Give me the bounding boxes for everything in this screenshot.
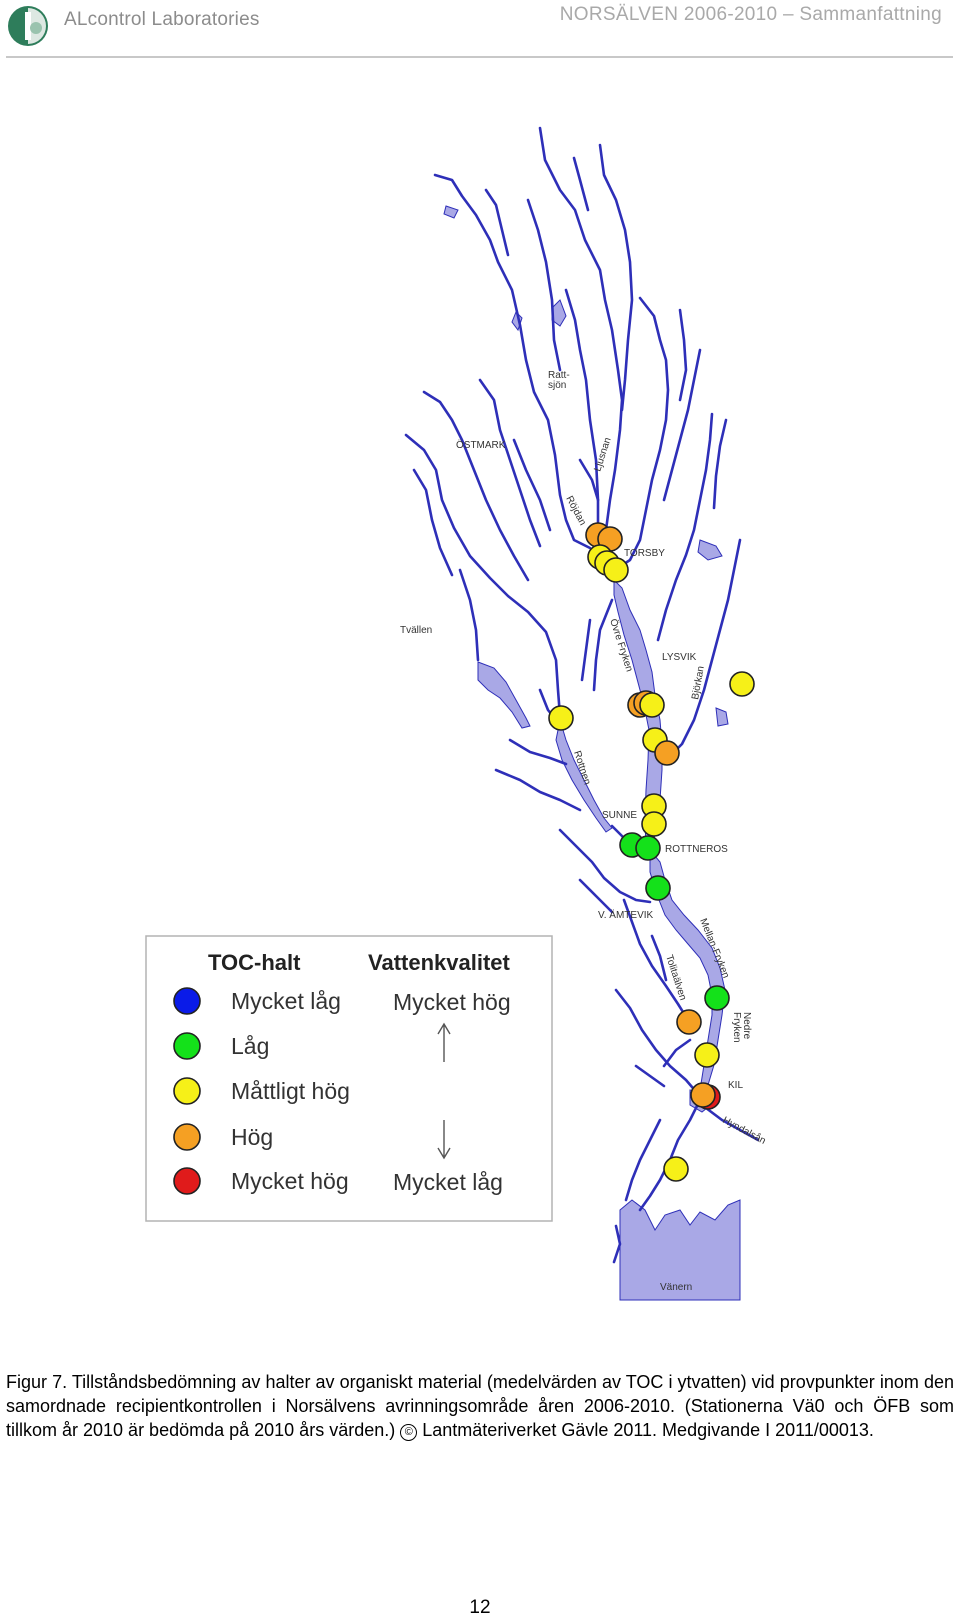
legend-quality-label: Mycket låg — [393, 1169, 503, 1195]
legend-toc-label: Låg — [231, 1033, 269, 1059]
page-header: ALcontrol Laboratories NORSÄLVEN 2006-20… — [0, 0, 960, 60]
station-marker-mattligt-hog — [694, 1042, 720, 1068]
label-torsby: TORSBY — [624, 548, 665, 559]
station-marker-lag — [635, 835, 661, 861]
legend-toc-label: Mycket låg — [231, 988, 341, 1014]
station-marker-mattligt-hog — [729, 671, 755, 697]
figure-caption: Figur 7. Tillståndsbedömning av halter a… — [6, 1370, 954, 1442]
station-marker-mattligt-hog — [663, 1156, 689, 1182]
label-ostmark: ÖSTMARK — [456, 439, 506, 451]
label-tvallen: Tvällen — [400, 625, 432, 636]
lake-small-2 — [697, 539, 723, 561]
legend-dot-icon — [173, 1167, 201, 1195]
legend-toc-label: Mycket hög — [231, 1168, 349, 1194]
river-basin-map: Ratt-sjön ÖSTMARK Ljusnan Röjdan TORSBY … — [145, 126, 768, 1301]
header-divider — [6, 56, 953, 58]
label-kil: KIL — [728, 1080, 743, 1091]
label-sunne: SUNNE — [602, 810, 637, 821]
legend-quality-label: Mycket hög — [393, 989, 511, 1015]
station-marker-lag — [645, 875, 671, 901]
station-marker-lag — [704, 985, 730, 1011]
lake-small-4 — [443, 205, 459, 219]
station-markers — [548, 522, 755, 1182]
quality-scale-arrows — [437, 1022, 451, 1160]
river-network — [404, 126, 760, 1264]
label-hyndalsan: Hyndalsån — [721, 1114, 768, 1147]
document-title: NORSÄLVEN 2006-2010 – Sammanfattning — [559, 4, 942, 25]
legend-box — [145, 935, 553, 1222]
label-vanern: Vänern — [660, 1282, 692, 1293]
lake-small-3 — [715, 707, 729, 727]
page-number: 12 — [469, 1597, 491, 1618]
arrow-down-icon — [437, 1120, 451, 1160]
arrow-up-icon — [437, 1022, 451, 1062]
legend-dot-icon — [173, 987, 201, 1015]
legend-title-toc: TOC-halt — [208, 950, 301, 975]
station-marker-hog — [676, 1009, 702, 1035]
copyright-symbol: © — [400, 1424, 418, 1441]
label-rattsjon: Ratt-sjön — [548, 370, 570, 391]
brand-name: ALcontrol Laboratories — [64, 9, 260, 30]
label-v-amtevik: V. ÄMTEVIK — [598, 909, 654, 921]
station-marker-mattligt-hog — [641, 811, 667, 837]
label-lysvik: LYSVIK — [662, 652, 697, 663]
legend-dot-icon — [173, 1077, 201, 1105]
station-marker-mattligt-hog — [603, 557, 629, 583]
legend-dot-icon — [173, 1032, 201, 1060]
legend-title-quality: Vattenkvalitet — [368, 950, 511, 975]
alcontrol-logo-icon — [8, 6, 48, 46]
legend-toc-label: Måttligt hög — [231, 1078, 350, 1104]
label-tolitaalven: Tolitaälven — [663, 954, 688, 1002]
label-nedre-fryken: NedreFryken — [731, 1012, 752, 1043]
station-marker-hog — [654, 740, 680, 766]
station-marker-mattligt-hog — [639, 692, 665, 718]
label-bjorkan: Björkan — [690, 665, 707, 700]
legend-toc-label: Hög — [231, 1124, 273, 1150]
station-marker-mattligt-hog — [548, 705, 574, 731]
station-marker-hog — [690, 1082, 716, 1108]
label-rottneros: ROTTNEROS — [665, 844, 728, 855]
lake-vanern — [619, 1199, 741, 1301]
caption-text: Figur 7. Tillståndsbedömning av halter a… — [6, 1372, 954, 1440]
legend-dot-icon — [173, 1123, 201, 1151]
copyright-text: Lantmäteriverket Gävle 2011. Medgivande … — [422, 1420, 874, 1440]
lake-tvallen — [477, 661, 531, 729]
